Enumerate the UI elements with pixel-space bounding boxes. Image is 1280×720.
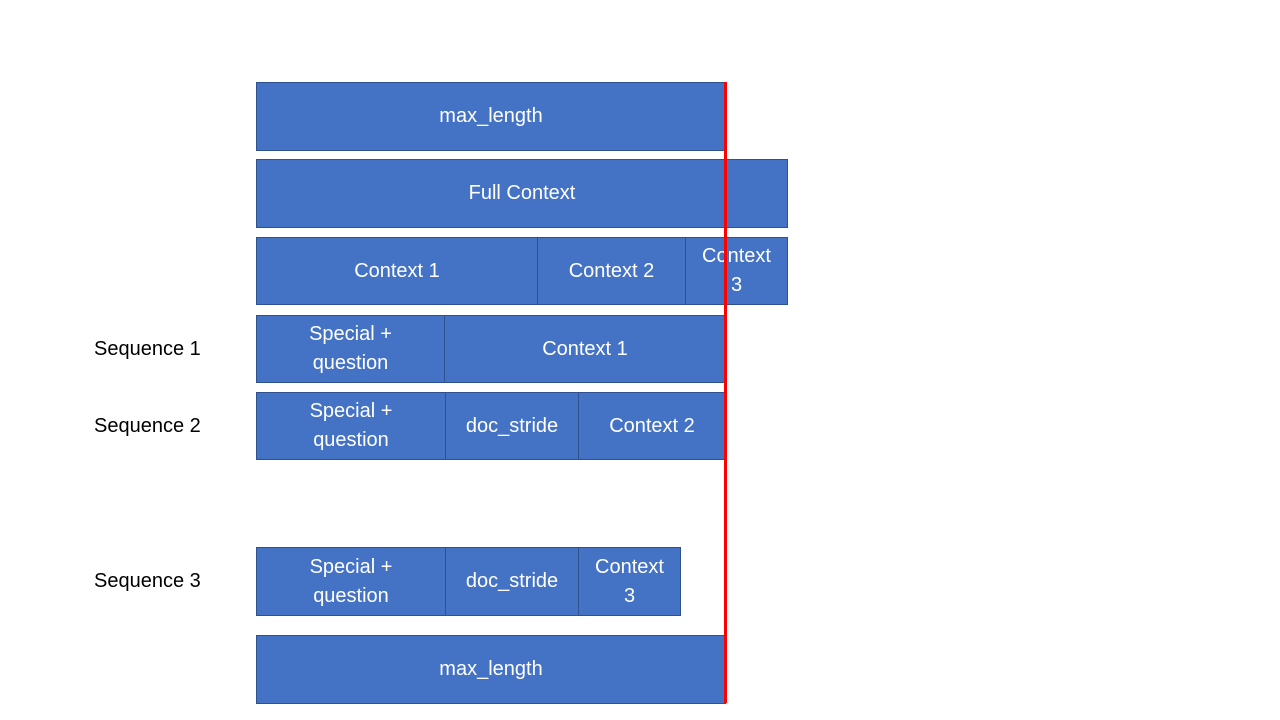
max-length-box-bottom: max_length [256,635,726,704]
max-length-bottom-label: max_length [439,658,543,680]
sequence-1-context-box: Context 1 [444,315,726,383]
context-1-label: Context 1 [354,259,440,282]
context-2-label: Context 2 [568,259,655,282]
full-context-box: Full Context [256,159,788,228]
context-3-label: Context 3 [702,245,771,296]
sequence-3-context-box: Context 3 [578,547,681,616]
sequence-2-context-label: Context 2 [609,414,695,437]
sequence-1-label: Sequence 1 [94,338,201,360]
sequence-2-label: Sequence 2 [94,415,201,437]
max-length-box-top: max_length [256,82,726,151]
max-length-limit-line [724,82,727,703]
max-length-label: max_length [439,105,543,127]
context-1-box: Context 1 [256,237,538,305]
sequence-1-context-label: Context 1 [542,337,628,360]
sequence-3-special-label: Special + question [309,555,393,607]
sequence-3-stride-box: doc_stride [445,547,579,616]
context-3-box: Context 3 [685,237,788,305]
sequence-3-special-box: Special + question [256,547,446,616]
sequence-2-special-label: Special + question [309,400,393,451]
sequence-3-context-label: Context 3 [595,555,664,607]
sequence-2-special-box: Special + question [256,392,446,460]
sequence-2-stride-box: doc_stride [445,392,579,460]
full-context-label: Full Context [468,182,576,204]
sequence-3-label: Sequence 3 [94,570,201,592]
sequence-3-stride-label: doc_stride [465,570,559,592]
sequence-2-stride-label: doc_stride [465,414,559,437]
context-2-box: Context 2 [537,237,686,305]
sequence-1-special-box: Special + question [256,315,445,383]
sequence-1-special-label: Special + question [309,323,392,374]
sequence-2-context-box: Context 2 [578,392,726,460]
